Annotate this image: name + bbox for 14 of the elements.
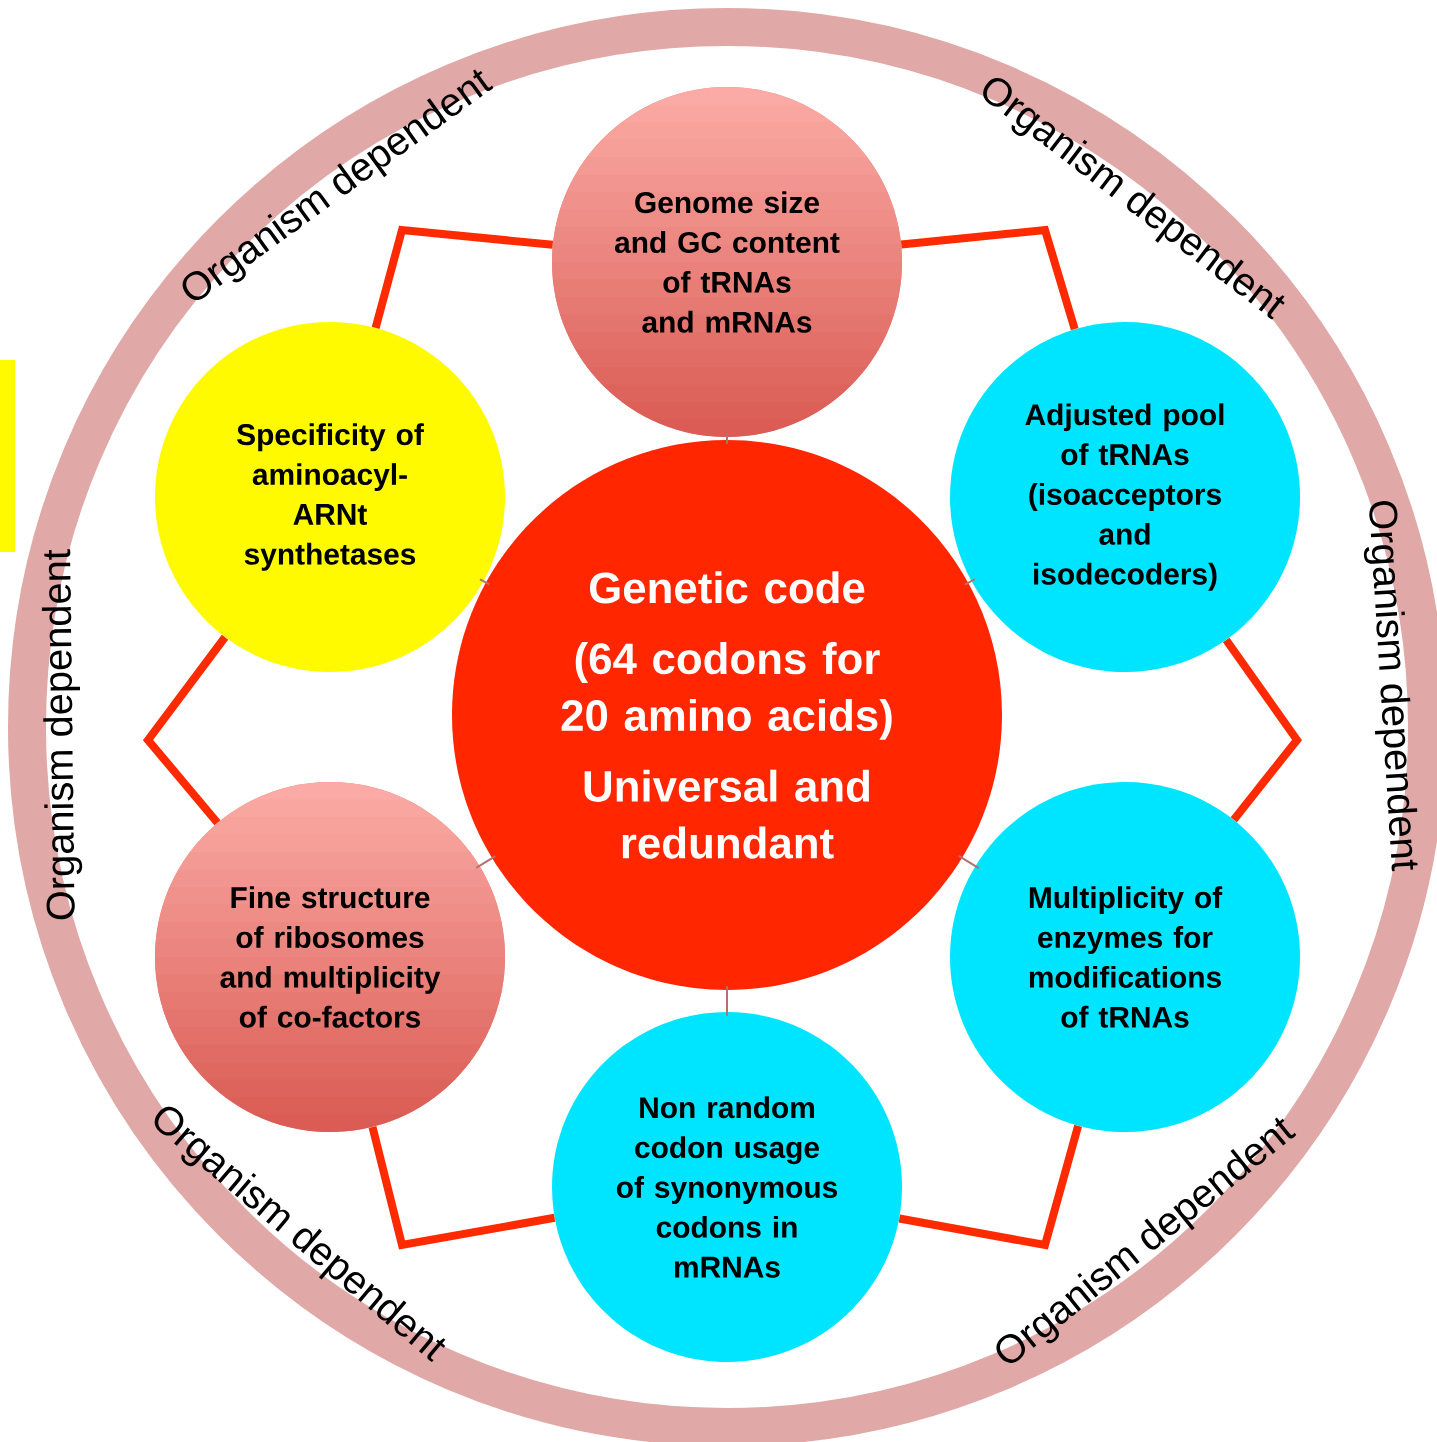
connector-line: [957, 854, 980, 870]
connector-line: [726, 432, 728, 445]
hexagon-side: [371, 225, 554, 329]
connector-line: [475, 855, 497, 869]
side-bar: [0, 360, 15, 552]
ring-label: Organism dependent: [1363, 501, 1418, 872]
hexagon-side: [142, 634, 229, 826]
connector-line: [726, 985, 728, 1017]
hexagon-side: [898, 1124, 1082, 1250]
connector-line: [479, 578, 491, 586]
hexagon-side: [900, 225, 1079, 331]
ring-label: Organism dependent: [41, 549, 83, 920]
hexagon-side: [1222, 637, 1302, 823]
connector-line: [963, 578, 976, 586]
